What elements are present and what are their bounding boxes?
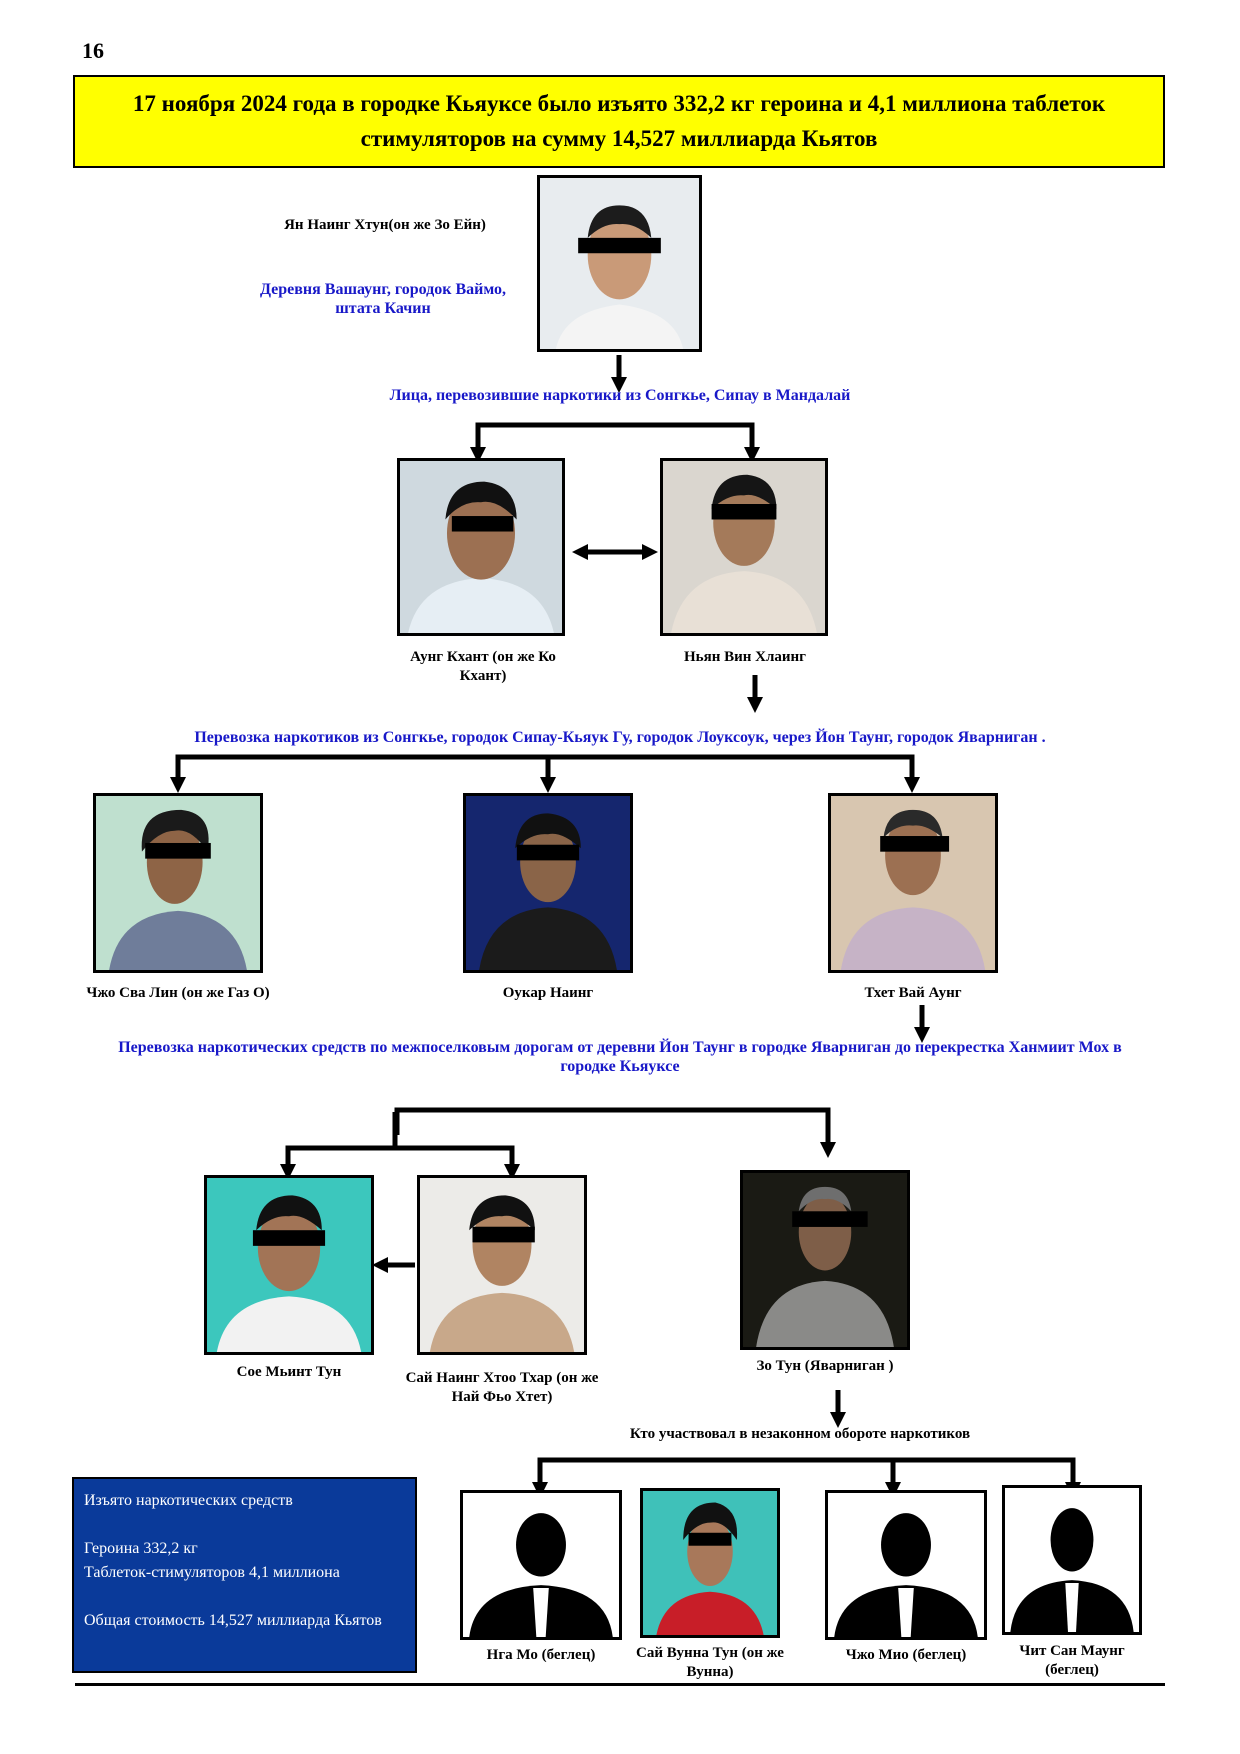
person-photo-icon: [743, 1173, 907, 1347]
person-photo-nga-mo-silhouette: [460, 1490, 622, 1640]
seized-tablets: Таблеток-стимуляторов 4,1 миллиона: [84, 1564, 340, 1581]
person-photo-icon: [831, 796, 995, 970]
person-photo-icon: [540, 178, 699, 349]
seized-heroin: Героина 332,2 кг: [84, 1540, 198, 1557]
person-name: Тхет Вай Аунг: [864, 985, 962, 1001]
silhouette-icon: [828, 1493, 984, 1637]
person-photo-nyan-win-hlaing: [660, 458, 828, 636]
leader-location: Деревня Вашаунг, городок Ваймо, штата Ка…: [259, 281, 507, 318]
person-photo-icon: [420, 1178, 584, 1352]
bottom-rule: [75, 1683, 1165, 1686]
person-name: Сай Вунна Тун (он же Вунна): [636, 1645, 784, 1680]
person-photo-oukar-naing: [463, 793, 633, 973]
seized-summary-box: Изъято наркотических средств Героина 332…: [72, 1477, 417, 1673]
person-photo-icon: [466, 796, 630, 970]
person-name: Чит Сан Маунг (беглец): [1019, 1643, 1125, 1678]
leader-name: Ян Наинг Хтун(он же Зо Ейн): [284, 217, 486, 233]
seized-total: Общая стоимость 14,527 миллиарда Кьятов: [84, 1612, 382, 1629]
stage4-caption: Кто участвовал в незаконном обороте нарк…: [629, 1426, 971, 1442]
person-name: Аунг Кхант (он же Ко Кхант): [410, 649, 556, 684]
person-name: Оукар Наинг: [502, 985, 594, 1001]
stage1-bracket: [475, 422, 761, 464]
person-photo-zo-tun: [740, 1170, 910, 1350]
stage2-caption: Перевозка наркотиков из Сонгкье, городок…: [194, 729, 1046, 746]
person-name: Сай Наинг Хтоо Тхар (он же Най Фьо Хтет): [405, 1370, 599, 1405]
person-name: Зо Тун (Яварниган ): [756, 1358, 894, 1374]
silhouette-icon: [463, 1493, 619, 1637]
person-name: Нга Мо (беглец): [486, 1647, 596, 1663]
person-photo-sai-vunna-tun: [640, 1488, 780, 1638]
person-photo-chzho-mio-silhouette: [825, 1490, 987, 1640]
person-name: Чжо Сва Лин (он же Газ О): [86, 985, 270, 1001]
page-number: 16: [82, 38, 104, 63]
person-photo-chit-san-maung-silhouette: [1002, 1485, 1142, 1635]
silhouette-icon: [1005, 1488, 1139, 1632]
person-photo-icon: [400, 461, 562, 633]
person-photo-chzho-sva-lin: [93, 793, 263, 973]
leader-photo: [537, 175, 702, 352]
person-photo-icon: [207, 1178, 371, 1352]
person-name: Сое Мьинт Тун: [236, 1364, 342, 1380]
seized-title: Изъято наркотических средств: [84, 1492, 293, 1509]
person-name: Ньян Вин Хлаинг: [684, 649, 806, 665]
person-photo-icon: [663, 461, 825, 633]
person-photo-tkhet-vai-aung: [828, 793, 998, 973]
headline-banner: 17 ноября 2024 года в городке Кьяуксе бы…: [73, 75, 1165, 168]
person-photo-aung-khant: [397, 458, 565, 636]
stage3-caption: Перевозка наркотических средств по межпо…: [118, 1039, 1122, 1076]
person-photo-icon: [643, 1491, 777, 1635]
person-photo-sai-naing-khtoo: [417, 1175, 587, 1355]
person-photo-icon: [96, 796, 260, 970]
stage1-caption: Лица, перевозившие наркотики из Сонгкье,…: [389, 387, 851, 404]
person-name: Чжо Мио (беглец): [845, 1647, 967, 1663]
person-photo-soe-myint-tun: [204, 1175, 374, 1355]
